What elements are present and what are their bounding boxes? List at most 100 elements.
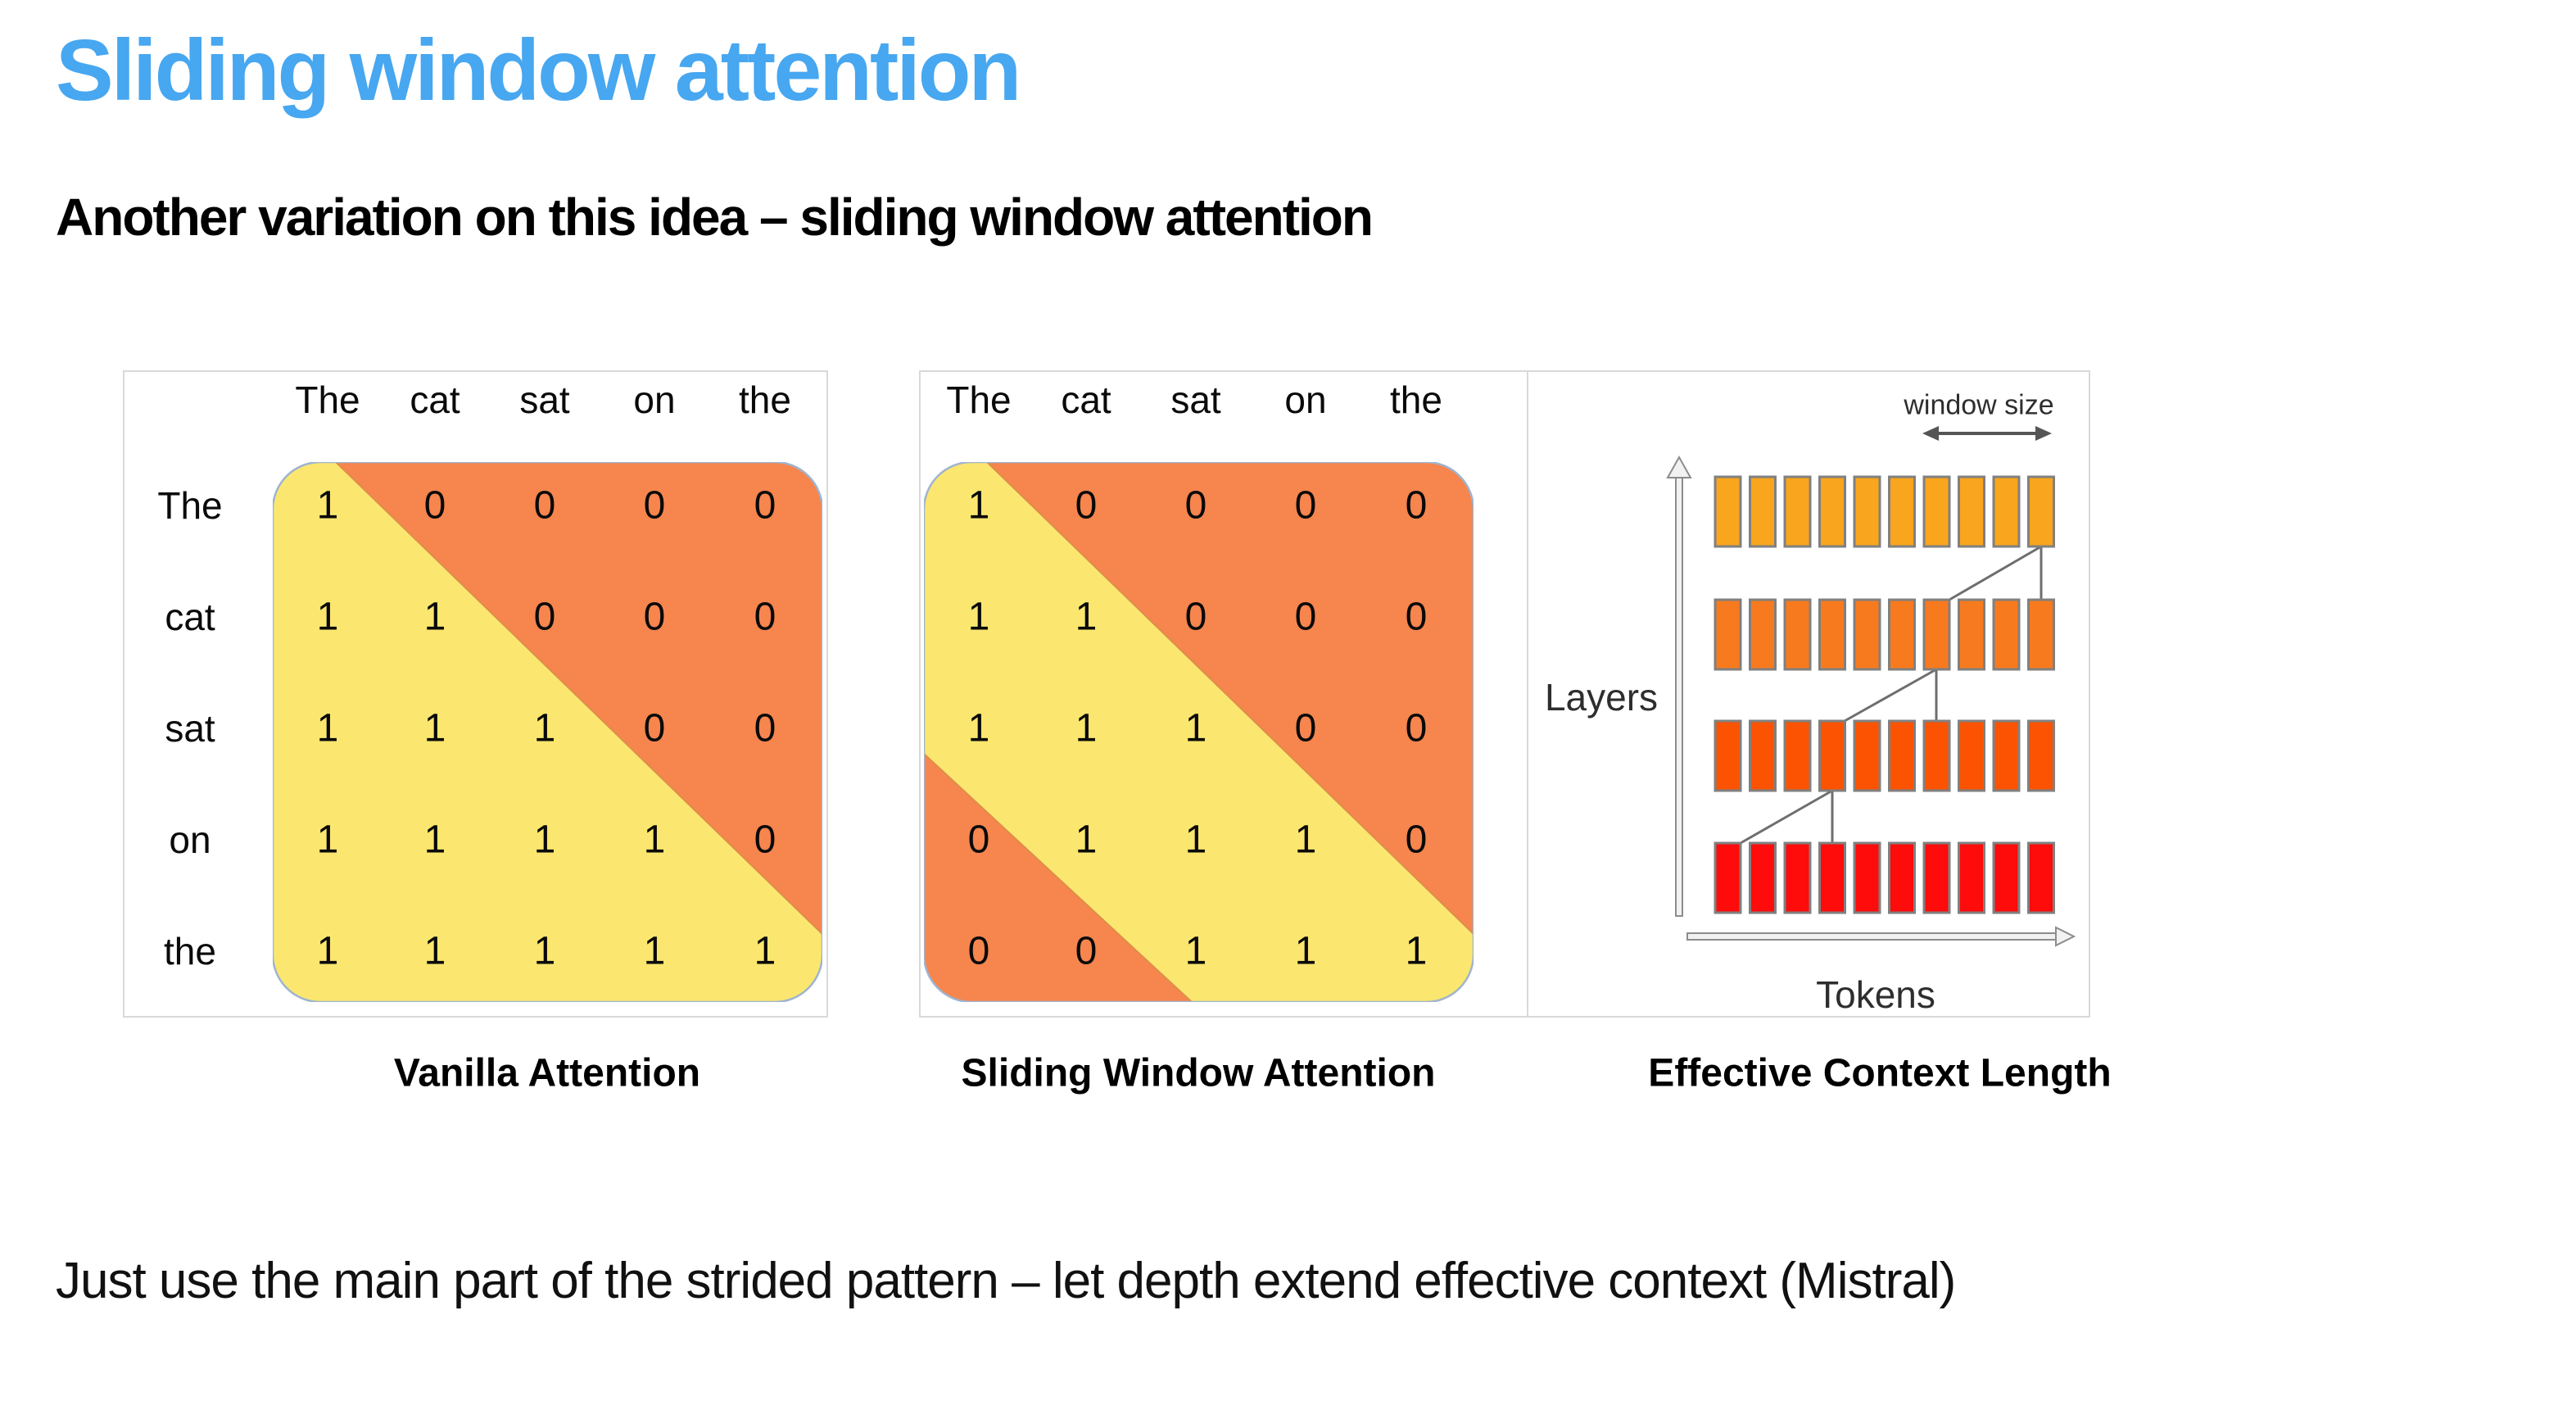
token-bar: [1958, 719, 1985, 792]
vanilla-matrix-cell: 0: [643, 595, 666, 639]
token-bar: [1888, 719, 1916, 792]
token-bar: [1958, 841, 1985, 914]
caption-vanilla-attention: Vanilla Attention: [393, 1051, 701, 1095]
effective-context-diagram: [1666, 426, 2076, 947]
vanilla-matrix-cell: 0: [533, 595, 556, 639]
sliding-matrix-cell: 1: [967, 483, 990, 528]
vanilla-col-header: on: [633, 379, 676, 421]
vanilla-matrix-cell: 1: [316, 706, 339, 750]
layers-axis-arrow: [1666, 455, 1692, 917]
token-bar: [1922, 475, 1951, 548]
token-bar: [1714, 475, 1742, 548]
vanilla-matrix-cell: 1: [533, 818, 556, 862]
token-bar: [1749, 475, 1777, 548]
token-bar: [1992, 719, 2021, 792]
token-bar: [1783, 598, 1812, 671]
vanilla-attention-matrix: [273, 462, 822, 1002]
vanilla-matrix-cell: 1: [754, 929, 776, 973]
sliding-matrix-cell: 0: [967, 818, 990, 862]
vanilla-matrix-cell: 0: [754, 818, 776, 862]
vanilla-row-label: cat: [165, 596, 215, 638]
sliding-matrix-cell: 0: [1294, 706, 1317, 750]
sliding-matrix-cell: 0: [1075, 929, 1098, 973]
vanilla-matrix-cell: 1: [423, 595, 446, 639]
token-bar: [1853, 719, 1881, 792]
token-bar: [2027, 475, 2055, 548]
token-bar: [1818, 475, 1846, 548]
sliding-matrix-cell: 1: [1075, 595, 1098, 639]
sliding-matrix-cell: 0: [1405, 483, 1428, 528]
vanilla-matrix-cell: 1: [316, 483, 339, 528]
token-bar: [1888, 598, 1916, 671]
token-bar: [1922, 719, 1951, 792]
vanilla-row-label: sat: [165, 707, 215, 750]
slide-subtitle: Another variation on this idea – sliding…: [56, 188, 1374, 247]
token-bar: [1958, 598, 1985, 671]
sliding-matrix-cell: 0: [1294, 595, 1317, 639]
vanilla-matrix-cell: 0: [533, 483, 556, 528]
token-bars: [1714, 475, 2055, 914]
receptive-field-connectors: [1740, 545, 2043, 845]
sliding-col-header: The: [946, 379, 1012, 421]
vanilla-col-header: The: [295, 379, 360, 421]
slide-footer: Just use the main part of the strided pa…: [56, 1253, 1956, 1309]
sliding-col-header: sat: [1170, 379, 1221, 421]
sliding-matrix-cell: 1: [1294, 929, 1317, 973]
vanilla-matrix-cell: 0: [643, 483, 666, 528]
token-bar: [1992, 598, 2021, 671]
sliding-matrix-cell: 0: [1294, 483, 1317, 528]
token-bar: [1818, 841, 1846, 914]
window-size-arrow: [1922, 426, 2052, 441]
token-bar: [1818, 598, 1846, 671]
sliding-matrix-cell: 1: [1294, 818, 1317, 862]
vanilla-col-header: cat: [410, 379, 460, 421]
tokens-axis-arrow: [1686, 926, 2076, 947]
sliding-window-attention-matrix: [924, 462, 1474, 1002]
slide-title: Sliding window attention: [56, 22, 1021, 119]
token-bar: [2027, 598, 2055, 671]
vanilla-matrix-cell: 1: [423, 706, 446, 750]
token-bar: [1853, 598, 1881, 671]
token-bar: [1783, 719, 1812, 792]
token-bar: [1714, 719, 1742, 792]
vanilla-col-header: sat: [519, 379, 570, 421]
sliding-matrix-cell: 1: [967, 595, 990, 639]
sliding-matrix-cell: 0: [967, 929, 990, 973]
vanilla-matrix-cell: 1: [533, 929, 556, 973]
vanilla-row-label: the: [164, 930, 216, 973]
vanilla-matrix-cell: 1: [316, 818, 339, 862]
vanilla-matrix-cell: 1: [316, 929, 339, 973]
token-bar: [1749, 841, 1777, 914]
sliding-col-header: the: [1390, 379, 1442, 421]
token-bar: [1818, 719, 1846, 792]
sliding-matrix-cell: 1: [1184, 818, 1207, 862]
caption-sliding-window-attention: Sliding Window Attention: [961, 1051, 1436, 1095]
sliding-matrix-cell: 0: [1405, 706, 1428, 750]
token-bar: [1958, 475, 1985, 548]
token-bar: [1992, 475, 2021, 548]
sliding-matrix-cell: 1: [1075, 706, 1098, 750]
sliding-matrix-cell: 0: [1184, 595, 1207, 639]
vanilla-col-header: the: [739, 379, 791, 421]
window-size-label: window size: [1904, 389, 2054, 421]
sliding-matrix-cell: 1: [1075, 818, 1098, 862]
vanilla-matrix-cell: 1: [533, 706, 556, 750]
caption-effective-context-length: Effective Context Length: [1648, 1051, 2112, 1095]
vanilla-matrix-cell: 0: [423, 483, 446, 528]
token-bar: [1749, 719, 1777, 792]
sliding-matrix-cell: 1: [967, 706, 990, 750]
vanilla-row-label: The: [157, 484, 223, 527]
sliding-col-header: cat: [1061, 379, 1111, 421]
token-bar: [1922, 841, 1951, 914]
token-bar: [1714, 598, 1742, 671]
sliding-matrix-cell: 0: [1405, 818, 1428, 862]
vanilla-matrix-cell: 1: [423, 818, 446, 862]
token-bar: [1992, 841, 2021, 914]
sliding-matrix-cell: 0: [1184, 483, 1207, 528]
vanilla-matrix-cell: 1: [643, 818, 666, 862]
token-bar: [2027, 841, 2055, 914]
token-bar: [1714, 841, 1742, 914]
vanilla-row-label: on: [169, 818, 211, 861]
sliding-col-header: on: [1284, 379, 1327, 421]
